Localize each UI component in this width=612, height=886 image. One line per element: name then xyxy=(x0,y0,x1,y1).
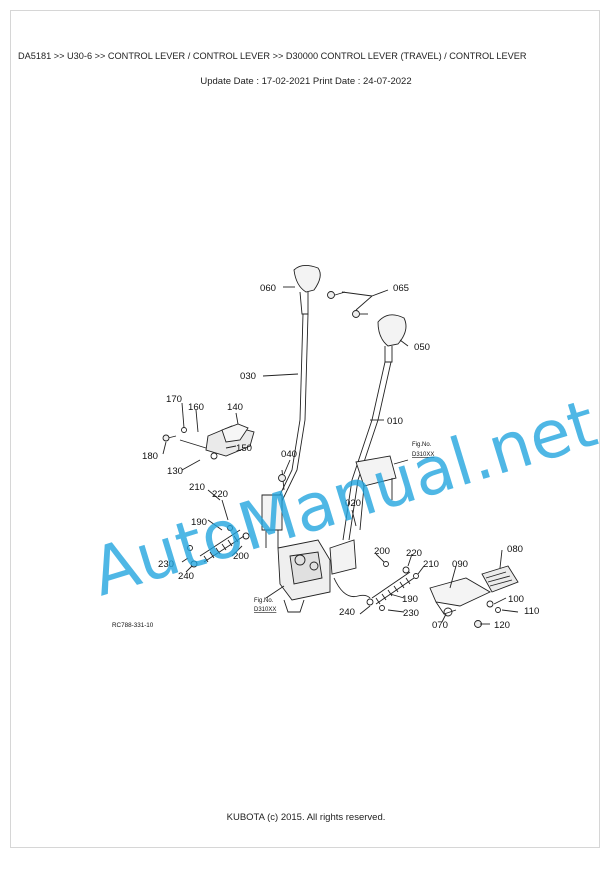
part-label-230-left: 230 xyxy=(158,559,174,570)
part-label-200-right: 200 xyxy=(374,546,390,557)
update-print-dates: Update Date : 17-02-2021 Print Date : 24… xyxy=(200,76,412,87)
part-label-170: 170 xyxy=(166,394,182,405)
part-label-160: 160 xyxy=(188,402,204,413)
part-label-230-right: 230 xyxy=(403,608,419,619)
part-label-030: 030 xyxy=(240,371,256,382)
fig-ref-top-label: Fig.No. xyxy=(412,442,432,448)
drawing-reference: RC788-331-10 xyxy=(112,622,154,629)
part-label-220-left: 220 xyxy=(212,489,228,500)
part-label-110: 110 xyxy=(524,606,539,617)
part-label-240-left: 240 xyxy=(178,571,194,582)
part-label-060: 060 xyxy=(260,283,276,294)
fig-ref-bottom-label: Fig.No. xyxy=(254,598,274,604)
part-label-065: 065 xyxy=(393,283,409,294)
part-label-190-right: 190 xyxy=(402,594,418,605)
copyright-footer: KUBOTA (c) 2015. All rights reserved. xyxy=(226,812,386,823)
fig-ref-bottom-code: D310XX xyxy=(254,607,276,613)
part-label-150: 150 xyxy=(236,443,252,454)
part-label-220-right: 220 xyxy=(406,548,422,559)
part-label-040: 040 xyxy=(281,449,297,460)
part-label-080: 080 xyxy=(507,544,523,555)
fig-ref-top-code: D310XX xyxy=(412,452,434,458)
part-label-210-left: 210 xyxy=(189,482,205,493)
part-label-210-right: 210 xyxy=(423,559,439,570)
part-label-140: 140 xyxy=(227,402,243,413)
part-label-240-right: 240 xyxy=(339,607,355,618)
part-label-180: 180 xyxy=(142,451,158,462)
part-label-120: 120 xyxy=(494,620,510,631)
part-label-070: 070 xyxy=(432,620,448,631)
diagram-lines xyxy=(162,265,519,628)
part-label-100: 100 xyxy=(508,594,524,605)
part-label-200-left: 200 xyxy=(233,551,249,562)
part-label-190-left: 190 xyxy=(191,517,207,528)
part-label-010: 010 xyxy=(387,416,403,427)
page-frame xyxy=(10,10,600,848)
part-label-020: 020 xyxy=(345,498,361,509)
breadcrumb: DA5181 >> U30-6 >> CONTROL LEVER / CONTR… xyxy=(18,51,527,61)
part-label-130: 130 xyxy=(167,466,183,477)
part-label-050: 050 xyxy=(414,342,430,353)
part-label-090: 090 xyxy=(452,559,468,570)
part-number-labels: 060 065 050 030 010 170 160 140 150 180 … xyxy=(112,283,539,631)
